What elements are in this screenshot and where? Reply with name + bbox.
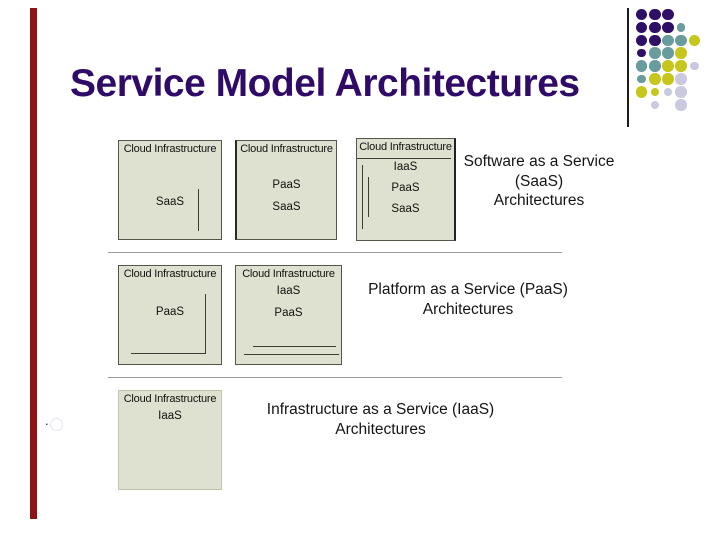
decoration-dot <box>649 8 661 21</box>
decoration-dot <box>662 73 674 85</box>
paas-box-2: Cloud Infrastructure IaaS PaaS <box>235 265 342 365</box>
caption-line: Software as a Service <box>463 153 615 170</box>
layer-label-paas: PaaS <box>272 179 301 191</box>
decoration-dot <box>662 47 674 59</box>
box-header: Cloud Infrastructure <box>242 268 335 280</box>
decoration-dot <box>649 21 661 34</box>
decoration-dot <box>675 86 687 98</box>
decoration-dot <box>675 99 687 111</box>
decoration-dot <box>649 60 661 72</box>
layer-label-saas: SaaS <box>155 196 185 208</box>
decoration-dot <box>676 23 686 32</box>
decoration-dot <box>662 8 674 21</box>
decoration-dot <box>635 60 648 72</box>
decoration-dot <box>649 47 661 59</box>
iaas-box-1: Cloud Infrastructure IaaS <box>118 390 222 490</box>
line-segment <box>205 294 206 354</box>
box-header: Cloud Infrastructure <box>123 143 217 155</box>
caption-line: Infrastructure as a Service (IaaS) <box>266 401 495 418</box>
line-segment <box>131 353 206 354</box>
layer-label-paas: PaaS <box>274 307 303 319</box>
layer-label-iaas: IaaS <box>276 285 301 297</box>
box-header: Cloud Infrastructure <box>359 141 452 153</box>
decoration-dot <box>675 47 687 59</box>
decoration-dot <box>649 34 661 46</box>
decoration-dot <box>662 60 674 72</box>
box-header: Cloud Infrastructure <box>123 268 217 280</box>
caption-line: (SaaS) <box>514 172 564 190</box>
caption-line: Architectures <box>422 300 514 318</box>
caption-line: Architectures <box>493 192 585 209</box>
line-segment <box>253 346 336 347</box>
layer-label-paas: PaaS <box>391 182 420 194</box>
decoration-dot <box>690 61 699 71</box>
layer-label-iaas: IaaS <box>158 410 182 422</box>
divider-line-2 <box>108 377 562 378</box>
decoration-dot <box>635 21 648 34</box>
left-accent-bar <box>30 8 37 519</box>
decoration-dot <box>662 34 674 46</box>
line-segment <box>244 354 339 355</box>
stray-period: . <box>45 413 49 428</box>
caption-line: Platform as a Service (PaaS) <box>368 281 568 298</box>
decoration-dot <box>675 60 687 72</box>
decoration-dot <box>663 87 673 97</box>
dots-vertical-line <box>627 8 629 127</box>
saas-box-3: Cloud Infrastructure IaaS PaaS SaaS <box>356 138 456 241</box>
box-header: Cloud Infrastructure <box>240 143 333 155</box>
layer-label-iaas: IaaS <box>393 161 418 173</box>
line-segment <box>357 158 451 159</box>
caption-paas: Platform as a Service (PaaS) Architectur… <box>348 280 588 319</box>
caption-saas: Software as a Service (SaaS) Architectur… <box>454 152 624 211</box>
caption-line: Architectures <box>335 420 426 438</box>
decoration-dot <box>650 87 660 97</box>
dot-grid-decoration <box>635 8 705 114</box>
decoration-dot <box>675 73 687 85</box>
saas-box-2: Cloud Infrastructure PaaS SaaS <box>235 140 337 240</box>
line-segment <box>368 177 369 217</box>
layer-label-saas: SaaS <box>272 201 301 213</box>
decoration-dot <box>635 8 648 21</box>
line-segment <box>362 165 363 229</box>
decoration-dot <box>649 73 661 85</box>
decoration-dot <box>635 86 648 98</box>
saas-box-1: Cloud Infrastructure SaaS <box>118 140 222 240</box>
layer-label-saas: SaaS <box>391 203 420 215</box>
decoration-dot <box>635 34 648 46</box>
decoration-dot <box>637 48 646 58</box>
decoration-dot <box>662 21 674 34</box>
layer-label-paas: PaaS <box>155 306 185 318</box>
line-segment <box>198 189 199 231</box>
faint-bullet-circle <box>50 418 63 431</box>
decoration-dot <box>650 100 660 109</box>
decoration-dot <box>688 34 701 46</box>
divider-line-1 <box>108 252 562 253</box>
box-header: Cloud Infrastructure <box>123 393 217 405</box>
decoration-dot <box>637 74 646 84</box>
decoration-dot <box>675 34 687 46</box>
slide-title: Service Model Architectures <box>70 62 580 105</box>
caption-iaas: Infrastructure as a Service (IaaS) Archi… <box>238 400 523 439</box>
paas-box-1: Cloud Infrastructure PaaS <box>118 265 222 365</box>
